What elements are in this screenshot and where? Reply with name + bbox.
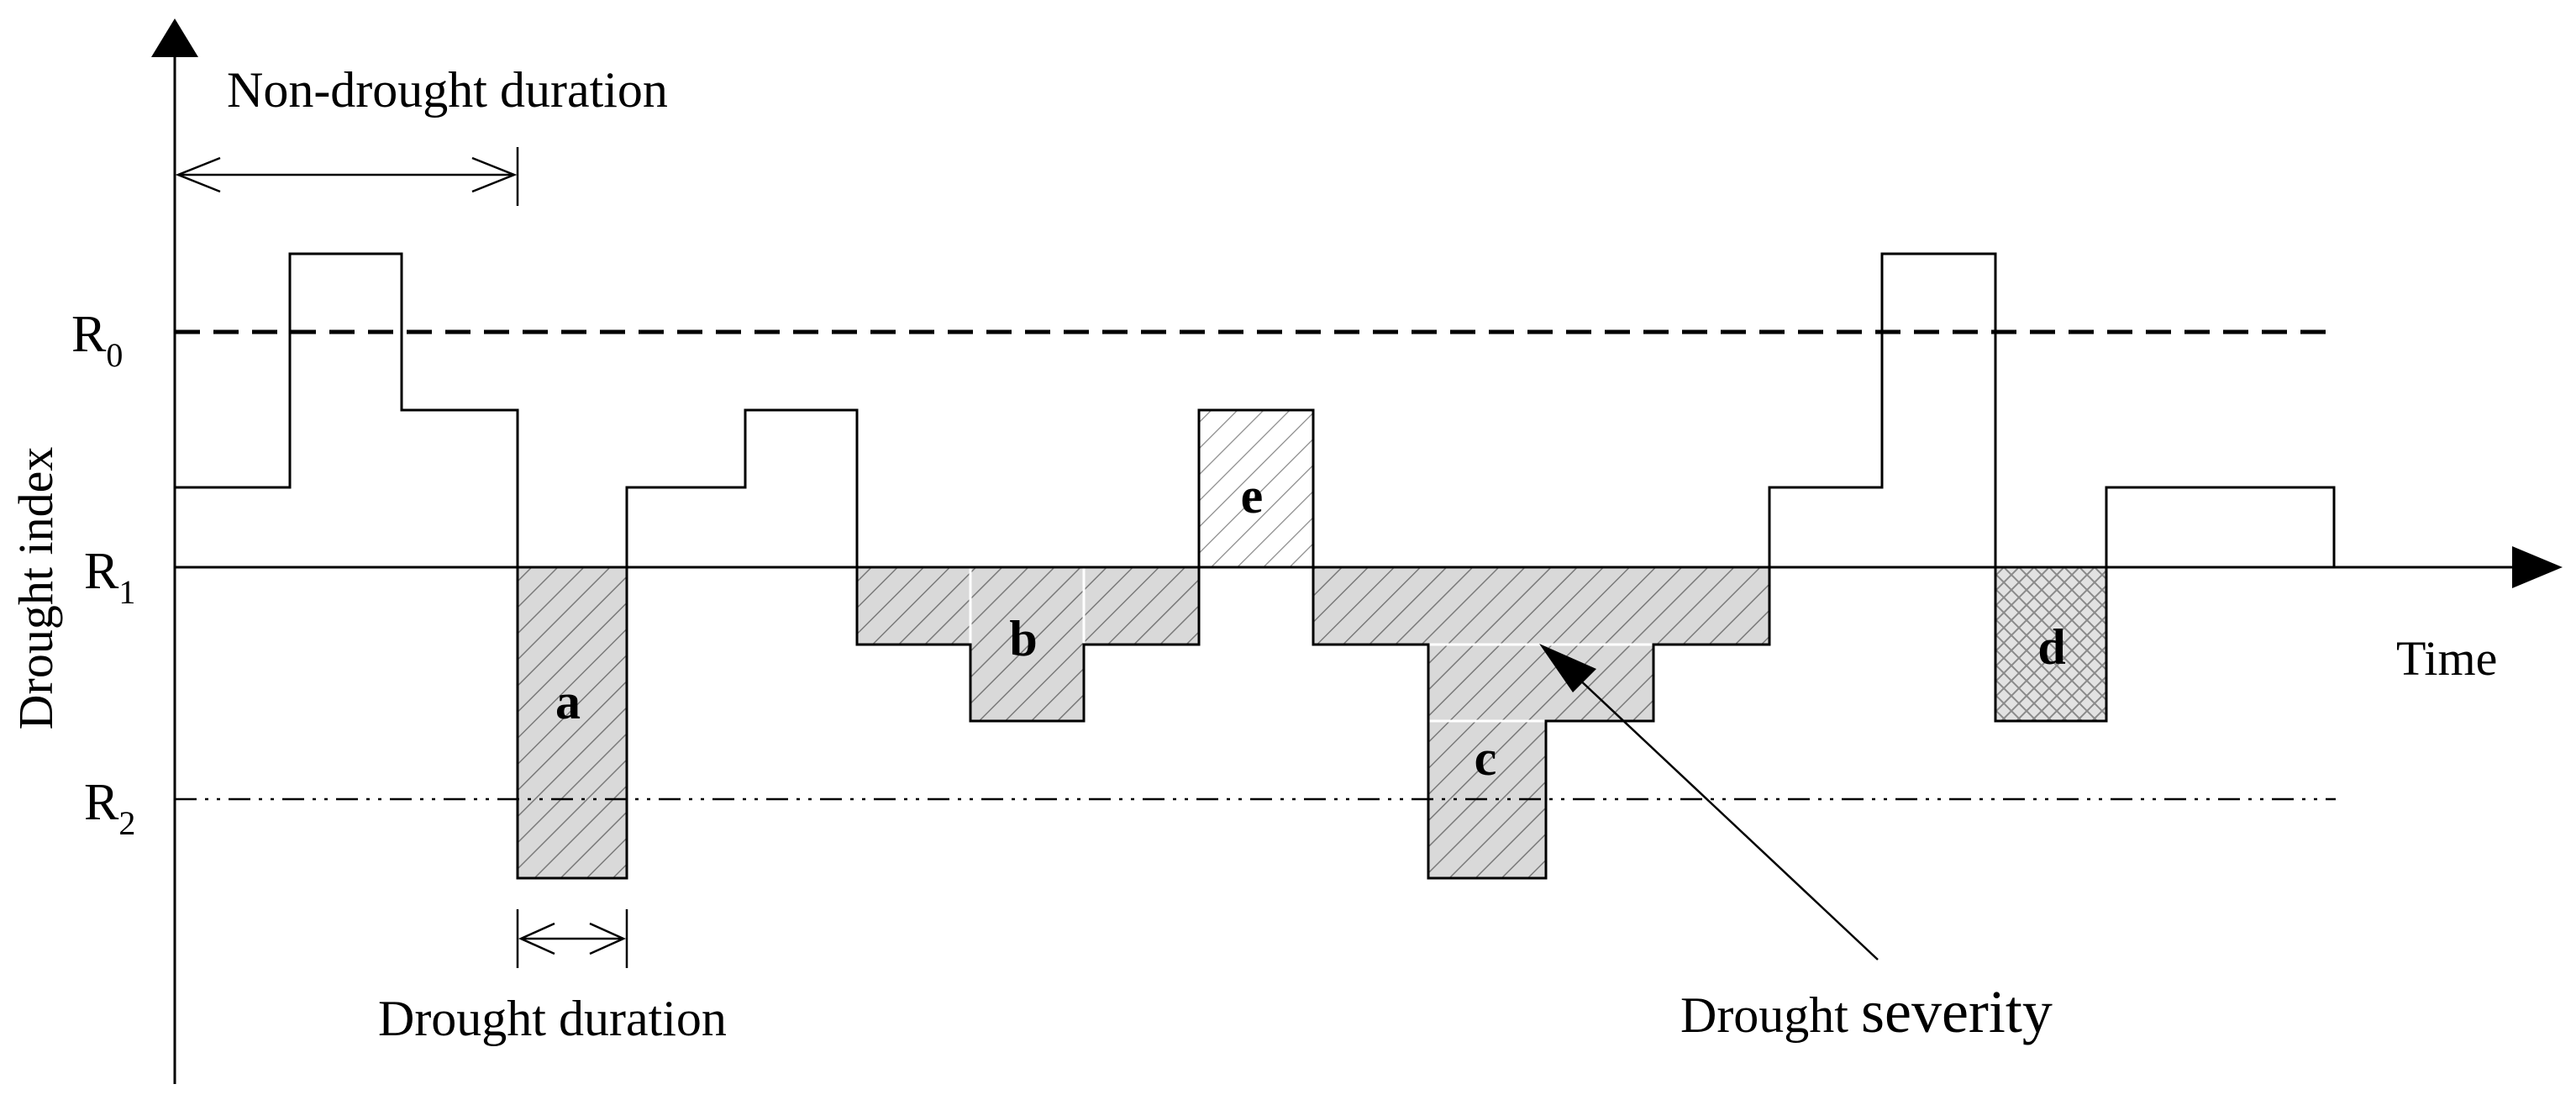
threshold-r0-label: R0: [71, 306, 123, 374]
drought-arrowhead-left-icon: [518, 922, 555, 955]
event-b-label: b: [1009, 611, 1037, 666]
drought-area-c: [1313, 567, 1769, 878]
drought-arrowhead-right-icon: [589, 922, 627, 955]
drought-index-series: [175, 252, 2336, 880]
event-a-label: a: [555, 674, 581, 729]
non-drought-duration-label: Non-drought duration: [227, 62, 668, 118]
y-axis-label: Drought index: [8, 447, 63, 730]
event-e-label: e: [1241, 468, 1264, 524]
threshold-r2-label: R2: [84, 774, 135, 842]
drought-area-d: [1994, 566, 2108, 723]
non-drought-arrowhead-right-icon: [471, 156, 518, 193]
drought-duration-label: Drought duration: [378, 991, 727, 1046]
y-axis-arrow-icon: [151, 18, 198, 57]
drought-severity-label: Drought severity: [1680, 978, 2053, 1045]
non-drought-arrowhead-left-icon: [175, 156, 221, 193]
drought-severity-arrowhead-icon: [1539, 644, 1596, 692]
drought-severity-pointer: [1562, 663, 1879, 961]
drought-area-a: [518, 567, 627, 878]
event-d-label: d: [2037, 619, 2065, 675]
drought-severity-label-part1: Drought: [1680, 987, 1848, 1043]
drought-area-b: [857, 567, 1199, 721]
x-axis-label: Time: [2396, 631, 2497, 686]
event-c-label: c: [1475, 730, 1497, 786]
threshold-r1-label: R1: [84, 543, 135, 611]
time-axis-arrow-icon: [2512, 546, 2563, 588]
drought-severity-label-part2: severity: [1861, 978, 2053, 1045]
